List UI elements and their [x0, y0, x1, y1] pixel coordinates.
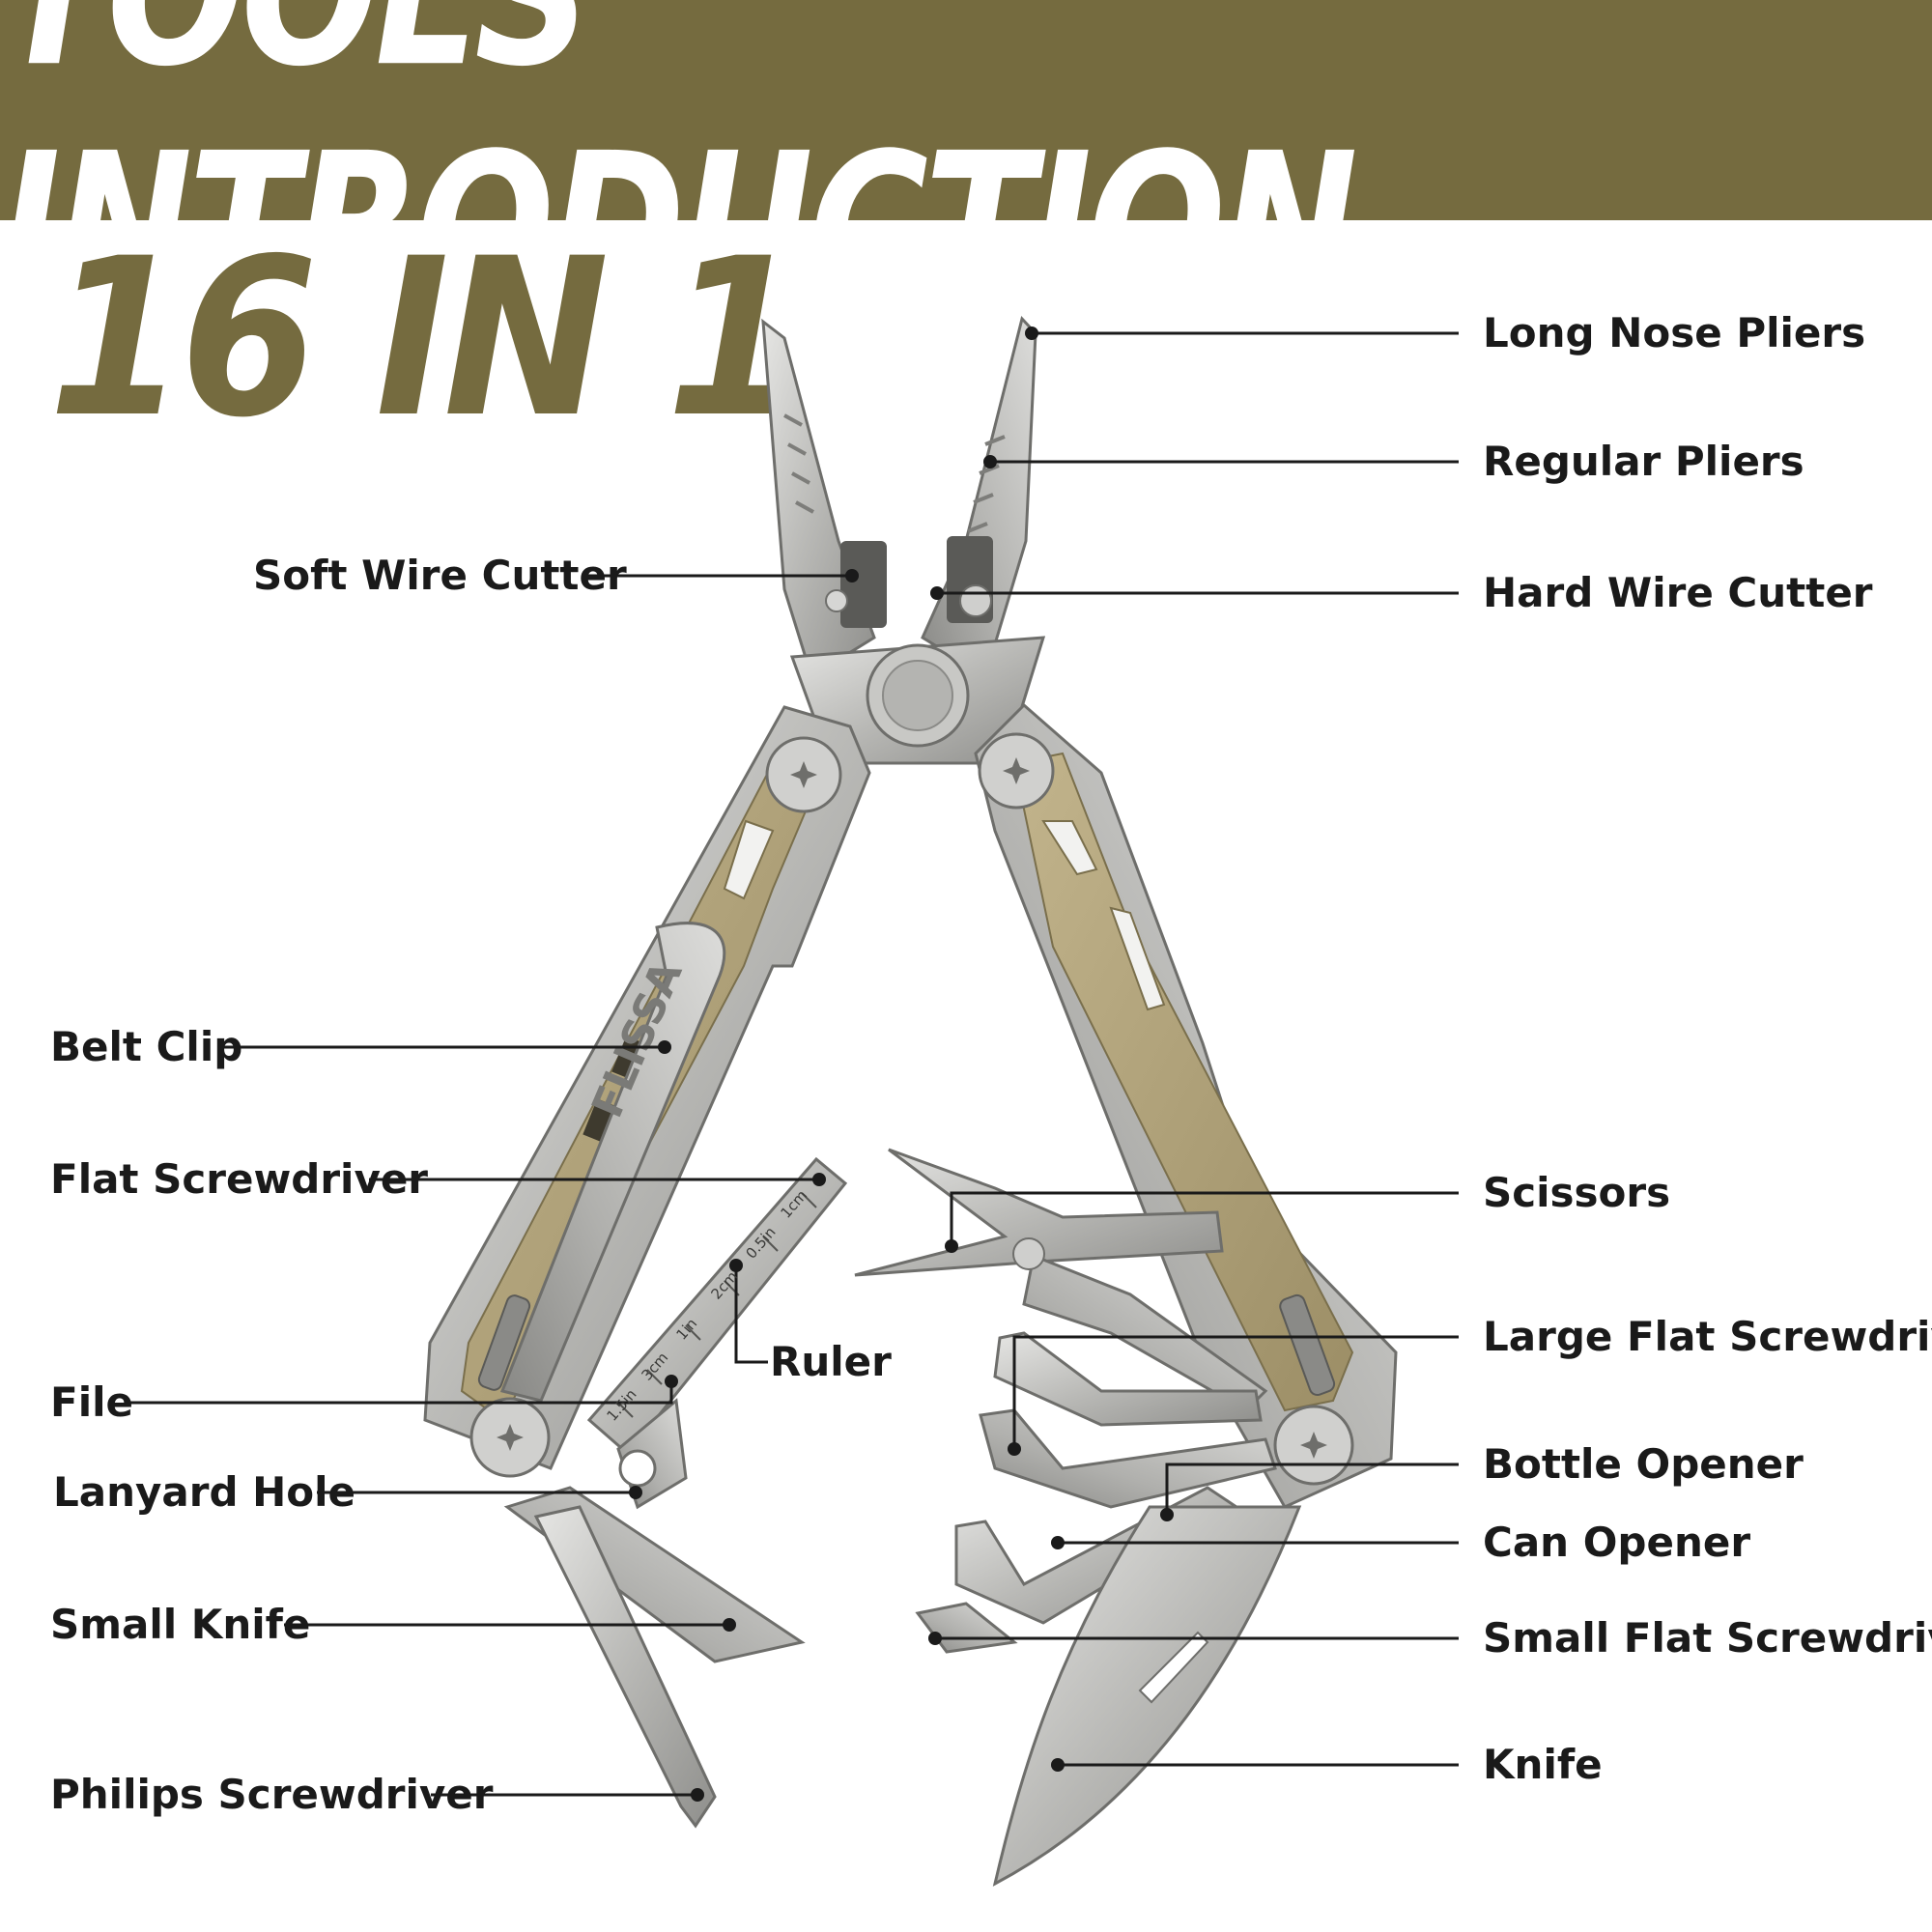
- right-handle: [974, 702, 1398, 1509]
- label-hard-wire-cutter: Hard Wire Cutter: [1483, 569, 1873, 616]
- label-ruler: Ruler: [770, 1338, 892, 1385]
- long-nose-pliers-jaws: [761, 315, 1046, 765]
- right-lower-tools: [854, 1148, 1302, 1887]
- label-philips-screwdriver: Philips Screwdriver: [50, 1771, 494, 1818]
- label-can-opener: Can Opener: [1483, 1519, 1751, 1566]
- label-small-flat-screwdriver: Small Flat Screwdriver: [1483, 1614, 1932, 1662]
- label-knife: Knife: [1483, 1741, 1603, 1788]
- label-scissors: Scissors: [1483, 1169, 1671, 1216]
- callout-lines: [128, 331, 1459, 1797]
- label-flat-screwdriver: Flat Screwdriver: [50, 1155, 429, 1203]
- callout-dots: [629, 327, 1174, 1802]
- label-regular-pliers: Regular Pliers: [1483, 438, 1804, 485]
- label-file: File: [50, 1378, 133, 1426]
- label-belt-clip: Belt Clip: [50, 1023, 243, 1070]
- left-lower-tools: [503, 1486, 806, 1829]
- tool-count-heading: 16 IN 1: [48, 213, 804, 466]
- title-banner: [0, 0, 1932, 220]
- label-soft-wire-cutter: Soft Wire Cutter: [253, 552, 627, 599]
- label-small-knife: Small Knife: [50, 1601, 311, 1648]
- label-long-nose-pliers: Long Nose Pliers: [1483, 309, 1866, 356]
- label-lanyard-hole: Lanyard Hole: [53, 1468, 356, 1516]
- label-bottle-opener: Bottle Opener: [1483, 1440, 1804, 1488]
- label-large-flat-screwdriver: Large Flat Screwdriver: [1483, 1313, 1932, 1360]
